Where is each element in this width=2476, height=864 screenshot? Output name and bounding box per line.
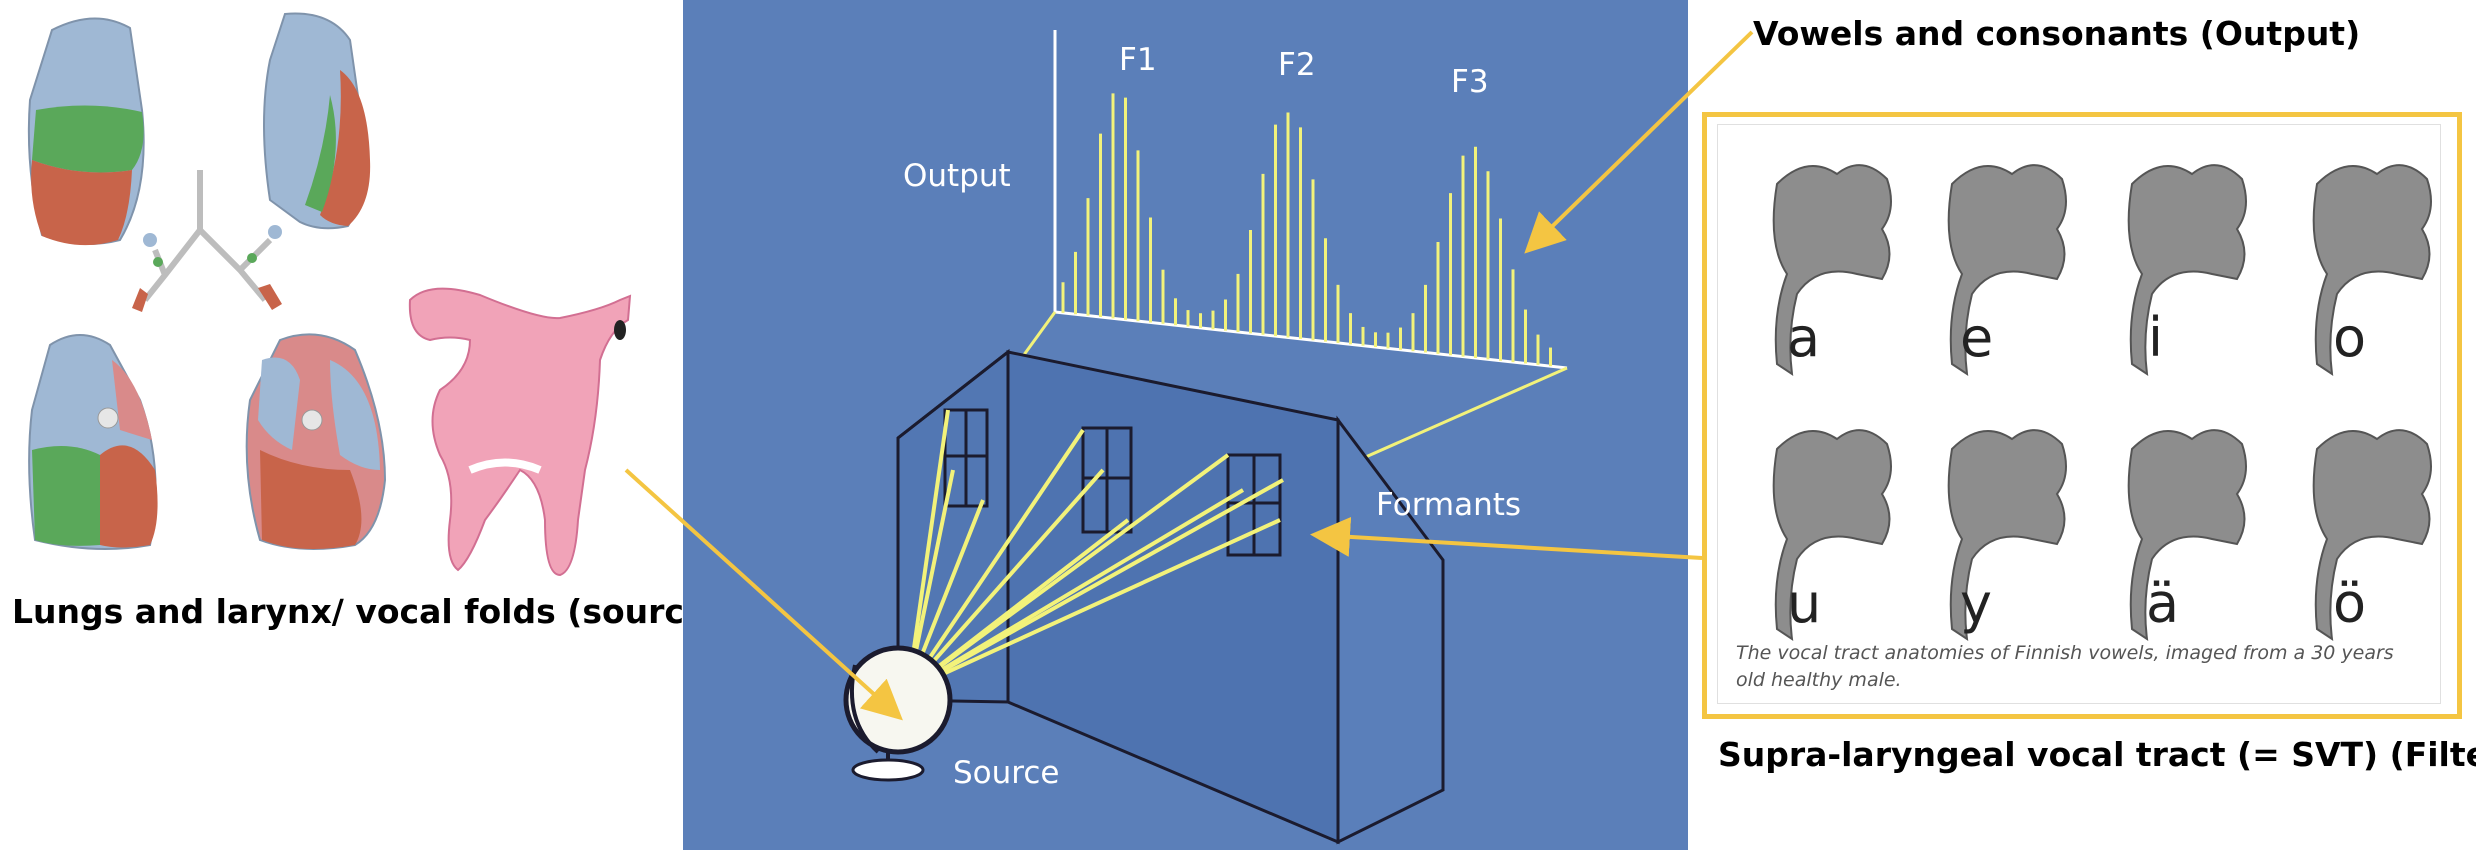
output-text: Output [903,158,1011,194]
lungs-illustration [27,12,632,577]
caption-line-1: The vocal tract anatomies of Finnish vow… [1736,642,2394,664]
vowel-e: e [1960,306,1994,369]
svt-highlight-box [1702,112,2462,719]
sound-ray [906,468,1105,692]
vocal-tract-shape [2312,429,2432,642]
lung-top-left [27,17,145,246]
source-filter-drawing: F1 F2 F3 Output Formants Source [843,30,1568,845]
vowel-a: a [1787,306,1821,369]
windows [943,408,1282,557]
formant-label-f1: F1 [1119,42,1157,78]
sound-ray [906,428,1085,692]
sound-ray [906,409,950,691]
vocal-tract-shape [2312,164,2432,377]
source-text: Source [953,755,1059,791]
lung-bottom-right [245,333,387,550]
sound-ray [906,453,1230,692]
vocal-tract-shape [1772,429,1892,642]
vowel-ae: ä [2146,572,2180,635]
lung-bottom-left [28,334,158,550]
filter-label: Supra-laryngeal vocal tract (= SVT) (Fil… [1718,735,2476,774]
vowel-tracts [1772,164,2432,642]
vowel-u: u [1787,572,1822,635]
trachea [142,170,273,302]
source-label: Lungs and larynx/ vocal folds (source) [12,592,722,631]
formant-label-f3: F3 [1451,64,1489,100]
vocal-tract-shape [2127,164,2247,377]
vowel-i: i [2148,306,2164,369]
vocal-tract-shape [1947,164,2067,377]
sound-ray [907,518,1281,692]
source-globe [843,645,953,782]
vowel-caption: The vocal tract anatomies of Finnish vow… [1736,640,2436,694]
formants-text: Formants [1376,487,1521,523]
vocal-tract-shape [1947,429,2067,642]
vowel-o: o [2333,306,2367,369]
sound-ray [907,478,1284,692]
caption-line-2: old healthy male. [1736,669,1902,691]
vowel-oe: ö [2333,572,2367,635]
output-spectrum [1011,30,1568,522]
vowel-y: y [1960,572,1992,635]
formant-label-f2: F2 [1278,47,1316,83]
lung-top-right [263,12,371,230]
vocal-tract-shape [1772,164,1892,377]
output-label: Vowels and consonants (Output) [1753,14,2361,53]
larynx-illustration [408,287,632,577]
vocal-tract-shape [2127,429,2247,642]
